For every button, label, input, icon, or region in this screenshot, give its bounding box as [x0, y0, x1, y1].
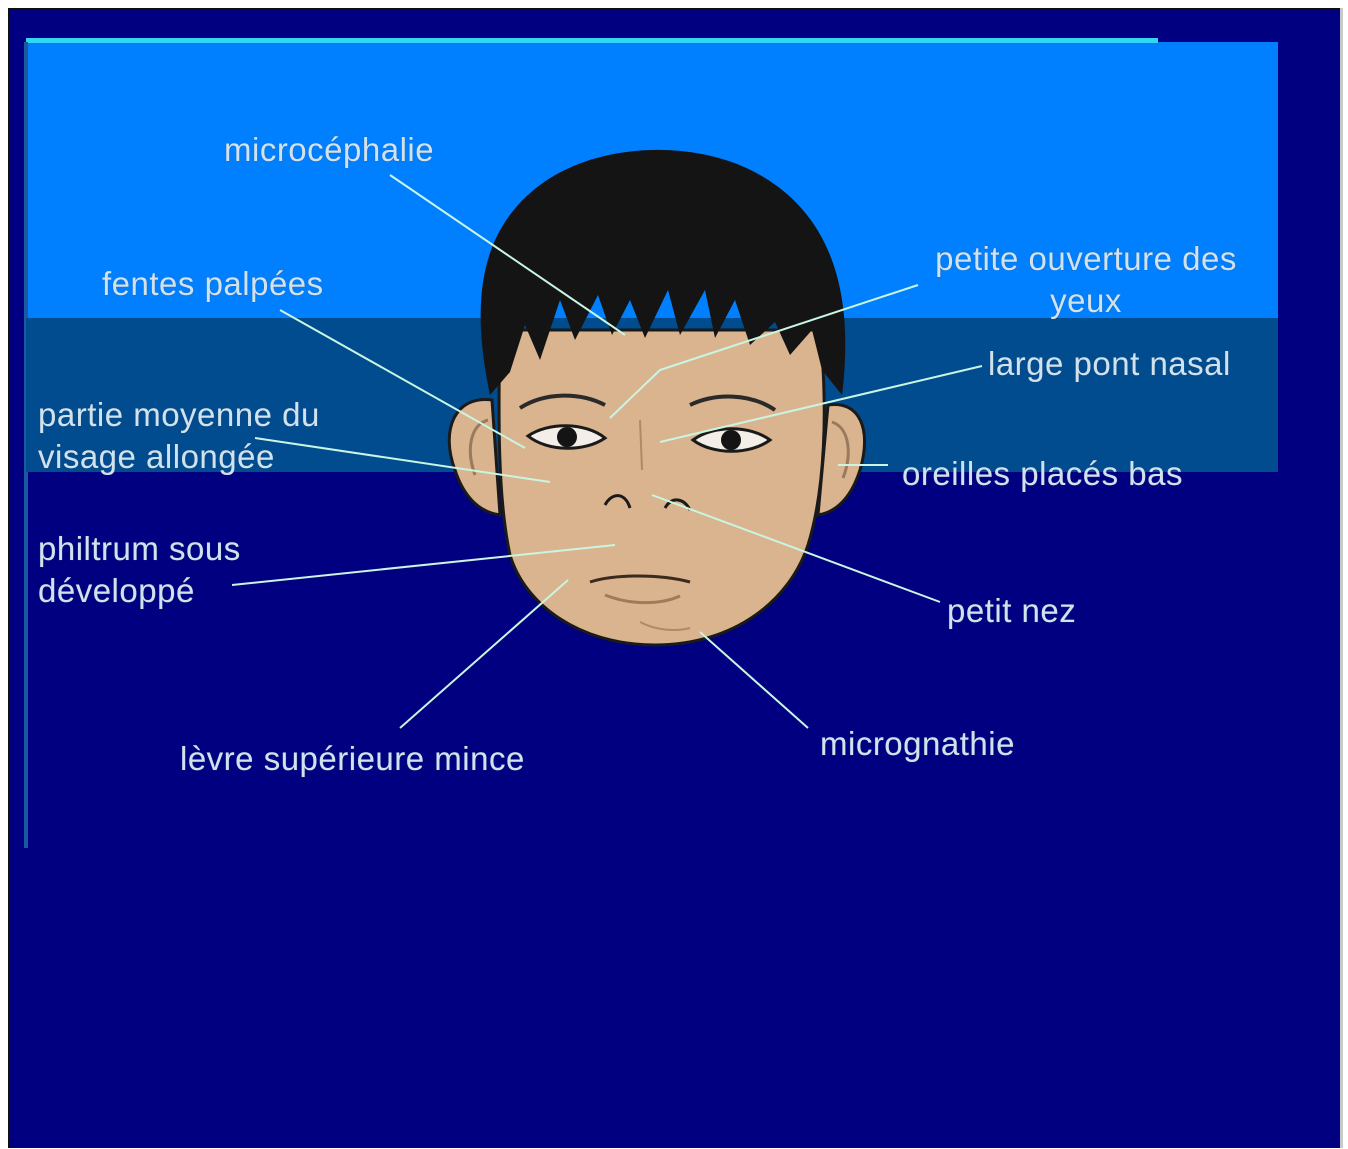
- top-band-highlight: [26, 38, 1158, 43]
- label-petite-ouverture-line1: petite ouverture des: [918, 238, 1254, 280]
- label-philtrum-line2: développé: [38, 570, 241, 612]
- leader-micrognathie: [700, 632, 808, 728]
- label-partie-moyenne-line1: partie moyenne du: [38, 394, 320, 436]
- label-partie-moyenne-line2: visage allongée: [38, 436, 320, 478]
- label-partie-moyenne: partie moyenne du visage allongée: [38, 394, 320, 478]
- label-levre-superieure-mince: lèvre supérieure mince: [180, 738, 525, 780]
- left-ear: [449, 400, 500, 515]
- label-philtrum: philtrum sous développé: [38, 528, 241, 612]
- label-oreilles-places-bas: oreilles placés bas: [902, 453, 1183, 495]
- label-large-pont-nasal: large pont nasal: [988, 343, 1231, 385]
- label-micrognathie: micrognathie: [820, 723, 1015, 765]
- leader-levre: [400, 580, 568, 728]
- label-philtrum-line1: philtrum sous: [38, 528, 241, 570]
- label-petite-ouverture-des-yeux: petite ouverture des yeux: [918, 238, 1254, 322]
- label-petit-nez: petit nez: [947, 590, 1076, 632]
- label-fentes-palpees: fentes palpées: [102, 263, 324, 305]
- label-petite-ouverture-line2: yeux: [918, 280, 1254, 322]
- label-microcephalie: microcéphalie: [224, 129, 434, 171]
